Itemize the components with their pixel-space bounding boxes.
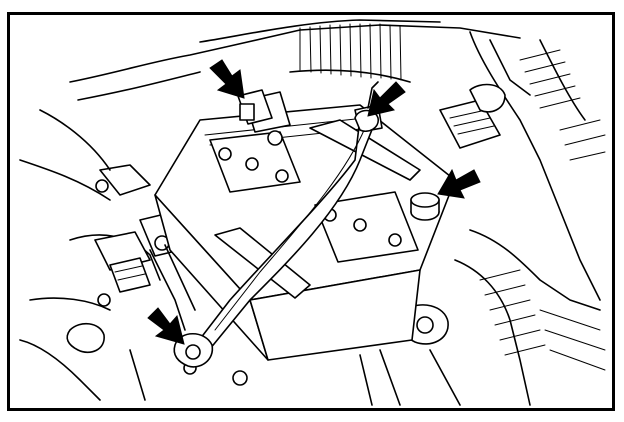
- clamp-bolt-arrow: [147, 307, 185, 345]
- engine-bay-background: [19, 19, 606, 406]
- positive-terminal-arrow: [367, 81, 406, 117]
- battery: [154, 81, 456, 361]
- hold-down-clamp-arrow: [209, 59, 245, 99]
- callout-arrows: [147, 59, 481, 345]
- negative-terminal-arrow: [437, 168, 481, 199]
